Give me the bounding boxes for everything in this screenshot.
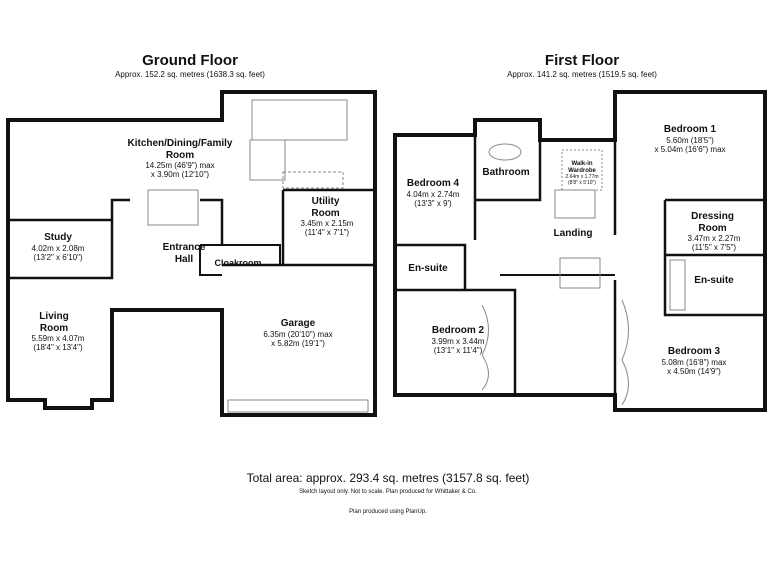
room-living: Living Room 5.59m x 4.07m(18'4" x 13'4") [31,311,85,353]
room-en-suite-1: En-suite [694,275,734,286]
ground-outer-wall [6,90,377,417]
room-landing: Landing [553,228,593,239]
room-utility: Utility Room 3.45m x 2.15m(11'4" x 7'1") [300,196,354,238]
room-walk-in-wardrobe: Walk-in Wardrobe 2.64m x 1.77m(8'8" x 5'… [565,161,599,186]
room-bedroom-4: Bedroom 4 4.04m x 2.74m(13'3" x 9') [406,178,460,208]
credit: Plan produced using PlanUp. [349,509,427,515]
disclaimer: Sketch layout only. Not to scale. Plan p… [299,489,477,495]
room-study: Study 4.02m x 2.08m(13'2" x 6'10") [31,232,85,262]
ground-floor-area: Approx. 152.2 sq. metres (1638.3 sq. fee… [115,70,265,79]
room-dressing: Dressing Room 3.47m x 2.27m(11'5" x 7'5"… [687,211,741,253]
room-entrance-hall: Entrance Hall [162,242,206,265]
room-cloakroom: Cloakroom [214,258,262,268]
room-bathroom: Bathroom [482,167,530,178]
room-bedroom-2: Bedroom 2 3.99m x 3.44m(13'1" x 11'4") [431,325,485,355]
total-area: Total area: approx. 293.4 sq. metres (31… [246,471,530,485]
room-kitchen: Kitchen/Dining/Family Room 14.25m (46'9"… [127,138,233,180]
ground-floor-title: Ground Floor [142,52,238,69]
first-floor-title: First Floor [544,52,620,69]
room-en-suite-2: En-suite [408,263,448,274]
first-floor-area: Approx. 141.2 sq. metres (1519.5 sq. fee… [507,70,657,79]
room-bedroom-1: Bedroom 1 5.60m (18'5")x 5.04m (16'6") m… [654,124,726,154]
